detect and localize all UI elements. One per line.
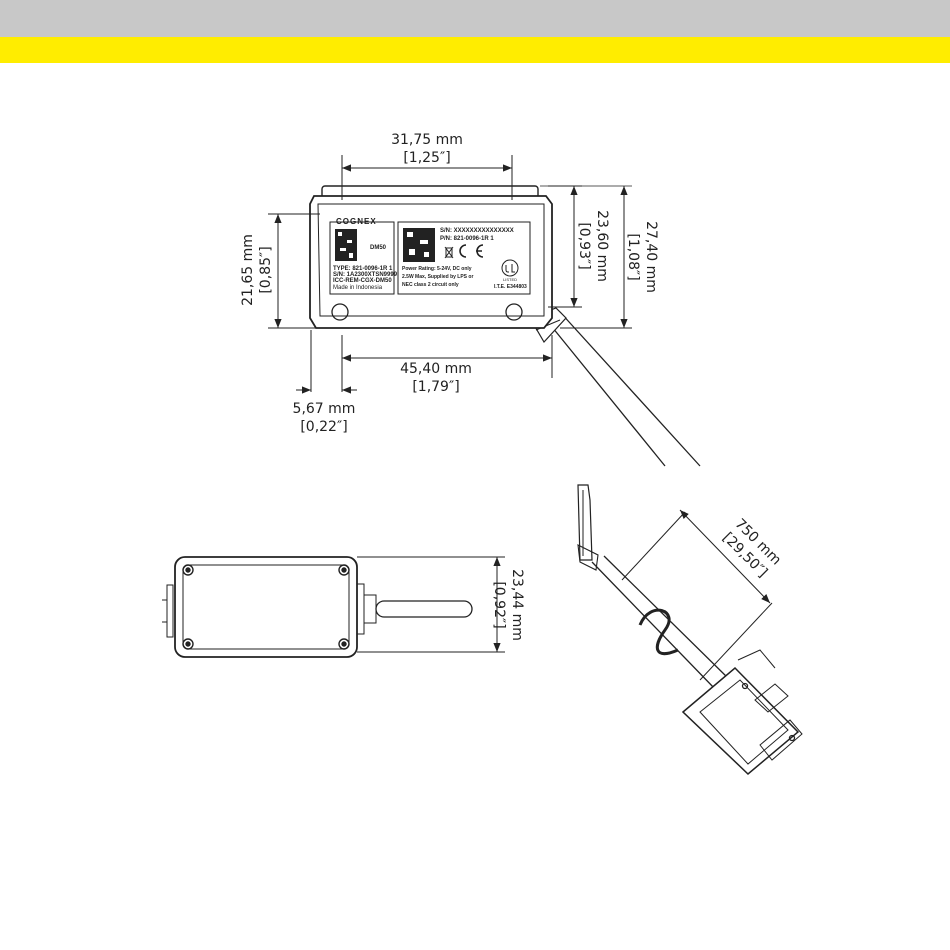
dim-left-in: [0,85″] (258, 246, 274, 293)
dim-side-in: [0,92″] (491, 581, 507, 628)
label-lte: I.T.E. E344803 (494, 284, 527, 290)
dim-offset-in: [0,22″] (300, 419, 347, 435)
qr-code-icon (335, 228, 435, 262)
label-made-in: Made in Indonesia (333, 285, 383, 291)
label-power-1: Power Rating: 5-24V, DC only (402, 266, 472, 272)
dim-side-mm: 23,44 mm (509, 569, 525, 641)
label-model: DM50 (370, 245, 387, 251)
label-pn-right: P/N: 821-0096-1R 1 (440, 236, 494, 242)
label-rem: ICC-REM-CGX-DM50 (333, 278, 392, 284)
ul-mark-icon (501, 259, 519, 277)
dim-right-outer-in: [1,08″] (625, 233, 641, 280)
header-yellow-bar (0, 37, 950, 63)
cable-dimension-labels: 750 mm [29,50″] (719, 516, 784, 581)
weee-bin-icon (444, 246, 454, 259)
dim-offset-mm: 5,67 mm (293, 401, 356, 417)
front-dimension-labels: 31,75 mm [1,25″] 45,40 mm [1,79″] 5,67 m… (240, 132, 659, 435)
label-power-3: NEC class 2 circuit only (402, 282, 459, 288)
side-view (162, 556, 473, 658)
front-dimensions (268, 155, 632, 394)
ce-mark-icon (459, 244, 484, 258)
label-power-2: 2.5W Max, Supplied by LPS or (402, 274, 473, 280)
dim-top-in: [1,25″] (403, 150, 450, 166)
dim-bottom-mm: 45,40 mm (400, 361, 472, 377)
cable-dimensions (621, 509, 773, 681)
cable-view (577, 484, 803, 776)
front-device-body (309, 185, 553, 329)
label-type: TYPE: 821-0096-1R 1 (333, 266, 393, 272)
label-brand: COGNEX (336, 217, 377, 226)
label-sn-right: S/N: XXXXXXXXXXXXXXX (440, 228, 514, 234)
dim-right-outer-mm: 27,40 mm (643, 221, 659, 293)
side-dimensions (357, 556, 505, 653)
dim-top-mm: 31,75 mm (391, 132, 463, 148)
label-sn-left: S/N: 1A2300XTSN9999 (333, 272, 398, 278)
side-dimension-labels: 23,44 mm [0,92″] (491, 569, 525, 641)
label-ul-text: LISTED (503, 277, 517, 282)
front-view: COGNEX DM50 TYPE: 821-0096-1R 1 S/N: 1A2… (309, 185, 701, 467)
front-cable (529, 307, 701, 467)
dim-bottom-in: [1,79″] (412, 379, 459, 395)
header-gray-bar (0, 0, 950, 37)
dim-right-inner-mm: 23,60 mm (594, 210, 610, 282)
dim-left-mm: 21,65 mm (240, 234, 256, 306)
dim-right-inner-in: [0,93″] (576, 222, 592, 269)
